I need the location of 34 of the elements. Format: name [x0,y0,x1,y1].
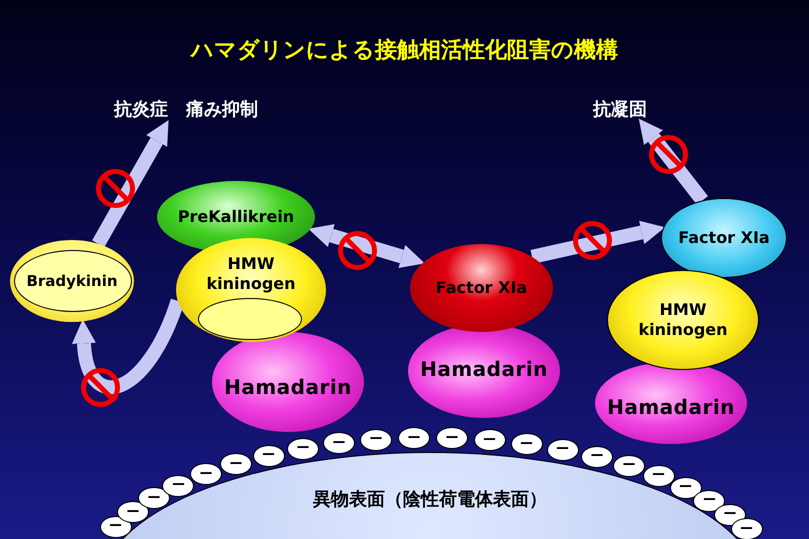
arrow [92,120,169,248]
negative-charge: ー [436,427,468,450]
arrow [638,118,708,205]
negative-charge: ー [220,453,252,476]
protein-label: Bradykinin [25,272,119,290]
negative-charge: ー [642,464,675,487]
negative-charge: ー [580,446,613,468]
negative-charge: ー [190,463,222,486]
arrow [72,298,184,394]
negative-charge: ー [670,476,702,499]
negative-charge: ー [360,428,392,451]
effect-label: 抗凝固 [580,96,660,122]
negative-charge: ー [612,454,645,477]
protein-label: Hamadarin [223,375,353,400]
protein-label: Hamadarin [606,395,736,420]
negative-charge: ー [730,518,763,539]
protein-label: 異物表面（陰性荷電体表面） [312,489,548,512]
negative-charge: ー [398,427,430,450]
negative-charge: ー [510,433,543,456]
negative-charge: ー [162,474,194,497]
title: ハマダリンによる接触相活性化阻害の機構 [191,36,618,65]
protein-label: Factor XIa [677,228,771,248]
negative-charge: ー [546,438,579,461]
protein-label: HMW kininogen [637,300,729,340]
negative-charge: ー [286,438,319,460]
protein-label: Hamadarin [419,357,549,382]
arrow [308,224,425,268]
protein-label: PreKallikrein [176,207,296,227]
negative-charge: ー [474,429,506,452]
negative-charge: ー [323,432,356,454]
protein-label: Factor XIa [434,278,528,298]
protein-label: HMW kininogen [205,254,297,294]
effect-label: 抗炎症 痛み抑制 [80,96,292,122]
negative-charge: ー [252,444,284,467]
